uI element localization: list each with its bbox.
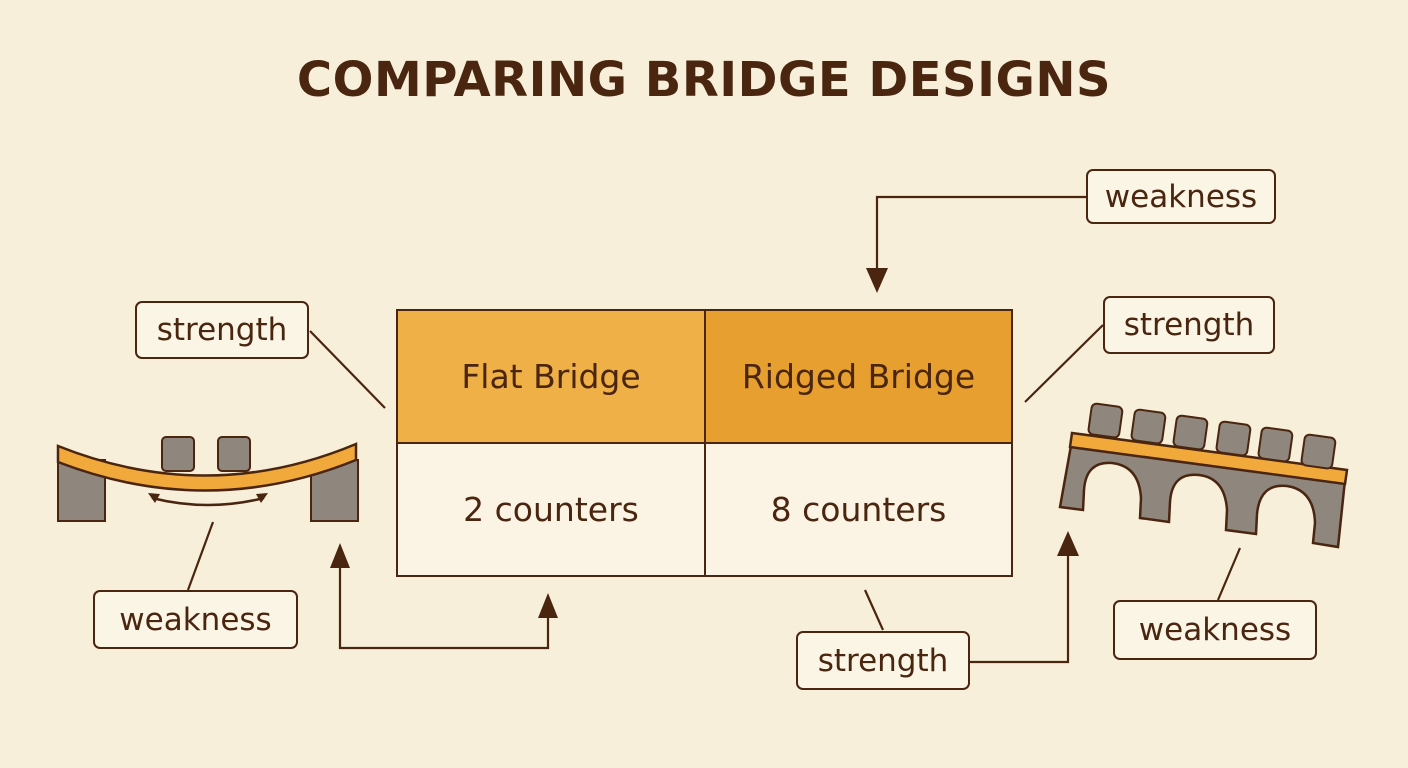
- header-flat-bridge: Flat Bridge: [398, 311, 706, 444]
- counter-icon: [161, 436, 195, 472]
- flat-weakness-label: weakness: [93, 590, 298, 649]
- header-ridged-bridge: Ridged Bridge: [706, 311, 1011, 444]
- value-ridged-bridge: 8 counters: [706, 444, 1011, 575]
- flat-strength-label: strength: [135, 301, 309, 359]
- page-title: COMPARING BRIDGE DESIGNS: [296, 52, 1112, 108]
- ridged-bridge-illustration: [1058, 402, 1349, 549]
- value-flat-bridge: 2 counters: [398, 444, 706, 575]
- counter-icon: [217, 436, 251, 472]
- ridged-strength-label: strength: [1103, 296, 1275, 354]
- comparison-table: Flat Bridge Ridged Bridge 2 counters 8 c…: [396, 309, 1013, 577]
- arrow-heads: [330, 268, 1079, 618]
- ridged-top-weakness-label: weakness: [1086, 169, 1276, 224]
- ridged-weakness-label: weakness: [1113, 600, 1317, 660]
- connector-lines: [186, 195, 1242, 664]
- table-strength-label: strength: [796, 631, 970, 690]
- flat-bridge-illustration: [56, 436, 359, 522]
